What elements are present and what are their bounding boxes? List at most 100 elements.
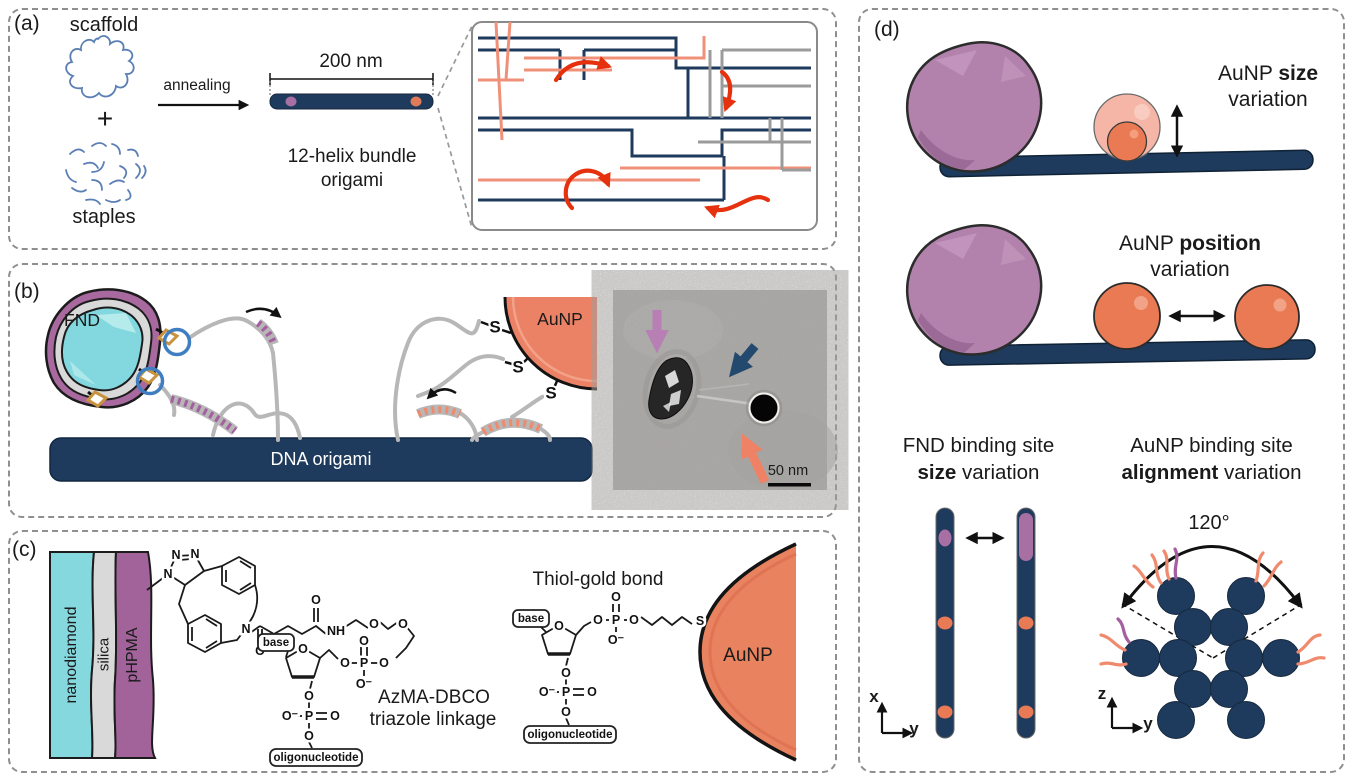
size-title-pre: AuNP: [1217, 62, 1279, 85]
layer-stack: [49, 551, 157, 759]
panel-b: S S S: [8, 263, 838, 518]
oligonucleotide-box: oligonucleotide: [274, 752, 359, 764]
panel-c: N N N N O O NH O O P O O⁻ O O O O P O⁻ O…: [8, 530, 837, 773]
fnd-site-small: [938, 529, 952, 547]
o-atom: O: [369, 617, 379, 631]
o-atom: O: [340, 656, 350, 670]
dimension-guides: [269, 81, 434, 95]
scaffold-loop: [65, 35, 135, 99]
aunp-label: AuNP: [537, 309, 583, 329]
angle-label: 120°: [1188, 512, 1230, 534]
fnd-binding-site-dot: [285, 96, 297, 107]
fnd-site-rest: variation: [956, 461, 1040, 484]
thiol-gold-label: Thiol-gold bond: [532, 569, 664, 590]
aunp-label: AuNP: [723, 645, 773, 666]
panel-d: (d) AuNP size variation AuNP position va…: [858, 8, 1345, 773]
o-minus-atom: O⁻: [539, 685, 556, 699]
fnd-duplex-large: [170, 395, 238, 434]
position-title-line1: AuNP position: [1110, 232, 1270, 256]
plus-sign: +: [96, 103, 114, 134]
silica-layer-label: silica: [95, 637, 113, 672]
axis-y-label: y: [909, 719, 919, 738]
s-atom: S: [696, 614, 704, 628]
axis-x-label: x: [869, 687, 879, 706]
angle-arc: [1121, 545, 1303, 609]
surface-anchors: [85, 327, 192, 408]
scalebar-label: 50 nm: [767, 463, 809, 479]
aunp-duplex-large: [481, 419, 543, 436]
o-atom: O: [398, 617, 408, 631]
linkage-label-line2: triazole linkage: [369, 709, 497, 730]
staple-helix-lines-gray: [698, 48, 811, 172]
axis-y2-label: y: [1143, 714, 1153, 733]
fnd-duplex-small: [255, 320, 278, 346]
aunp-shape: [698, 542, 797, 762]
hybridization-arrow-2: [426, 387, 457, 400]
p-atom: P: [305, 709, 313, 723]
o-atom: O: [298, 642, 308, 656]
n-atom: N: [190, 547, 199, 561]
aunp-duplex-small: [416, 406, 462, 418]
tem-origami-strand: [696, 394, 754, 406]
fnd-label: FND: [64, 310, 100, 330]
fnd-site-bold: size: [917, 461, 957, 484]
tem-aunp-arrow: [741, 433, 770, 484]
origami-rod: [269, 93, 434, 110]
tem-fnd-particle: [648, 357, 693, 420]
o-atom: O: [593, 613, 603, 627]
panel-c-graphics: N N N N O O NH O O P O O⁻ O O O O P O⁻ O…: [49, 542, 797, 767]
helix-cross-section: [1099, 545, 1326, 739]
tem-image: [613, 290, 838, 490]
panel-d-graphics: [876, 41, 1326, 739]
fnd-facet: [96, 313, 136, 333]
o-atom: O: [561, 705, 571, 719]
dbco-anchor-icon: [85, 390, 109, 408]
n-atom: N: [241, 622, 250, 636]
xy-axis-indicator: [876, 701, 914, 739]
base-box: base: [263, 637, 289, 649]
binding-site-rods: [935, 507, 1036, 739]
fnd-blob: [905, 41, 1043, 173]
chem-structure-thiol: [540, 604, 716, 726]
panel-b-label: (b): [14, 280, 40, 303]
sulfur-label: S: [545, 384, 556, 403]
aunp-site-title-line2: alignment variation: [1119, 461, 1304, 485]
o-atom: O: [304, 689, 314, 703]
n-atom: N: [163, 567, 172, 581]
aunp-site-title-line1: AuNP binding site: [1130, 434, 1293, 457]
dimension-line: [269, 73, 434, 85]
panel-d-label: (d): [874, 18, 900, 41]
panel-a-label: (a): [14, 12, 40, 35]
hybridized-duplexes: [169, 318, 544, 437]
nh-atom: NH: [327, 624, 345, 638]
click-ring-icon: [162, 327, 192, 357]
p-atom: P: [612, 613, 620, 627]
anchor-strands: [1099, 547, 1326, 667]
o-atom: O: [554, 619, 564, 633]
panel-a: (a) scaffold + staples annealing 200 nm …: [8, 8, 837, 250]
n-atom: N: [171, 548, 180, 562]
aunp-site-bold: alignment: [1121, 461, 1219, 484]
dna-origami-bar: [49, 437, 593, 482]
phpma-layer-label: pHPMA: [124, 627, 141, 683]
o-atom: O: [311, 593, 321, 607]
length-label: 200 nm: [319, 51, 383, 72]
nanodiamond-layer-label: nanodiamond: [63, 606, 80, 704]
fnd-facet-2: [70, 361, 96, 385]
position-title-line2: variation: [1150, 258, 1230, 281]
position-title-pre: AuNP: [1119, 232, 1180, 255]
scaffold-label: scaffold: [69, 14, 139, 36]
o-atom: O: [587, 685, 597, 699]
sulfur-label: S: [489, 318, 500, 337]
o-minus-atom: O⁻: [356, 677, 373, 691]
o-atom: O: [359, 634, 369, 648]
fnd-particle: [44, 288, 162, 409]
position-title-bold: position: [1179, 232, 1261, 255]
p-atom: P: [360, 656, 368, 670]
helix-routing-inset: [471, 21, 818, 231]
aunp-position-spheres: [1093, 282, 1300, 350]
zoom-connector-lines: [437, 25, 473, 229]
o-atom: O: [561, 666, 571, 680]
o-atom: O: [629, 613, 639, 627]
